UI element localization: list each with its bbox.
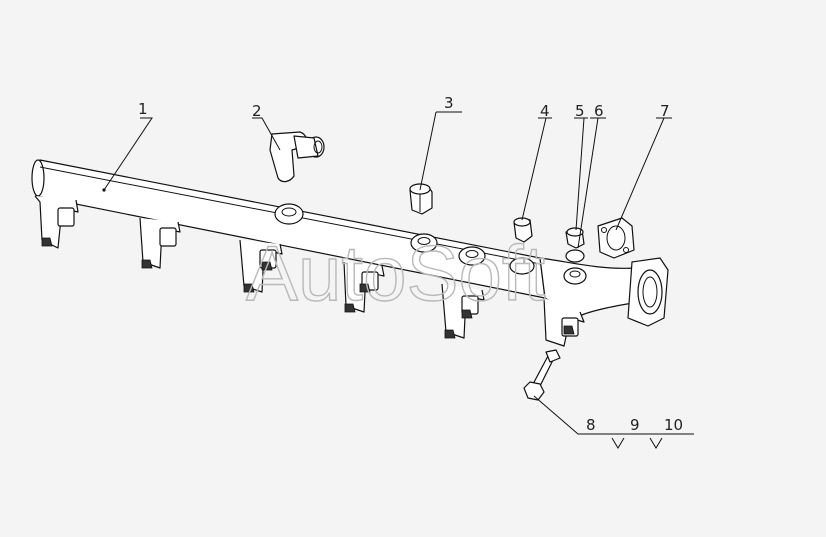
mounting-feet (34, 195, 585, 347)
bolt-washer (565, 227, 585, 249)
gasket (597, 217, 635, 259)
callout-7: 7 (660, 102, 670, 120)
callout-5: 5 (575, 102, 585, 120)
manifold-pipe (31, 159, 669, 327)
callout-3: 3 (444, 94, 454, 112)
callout-1: 1 (138, 100, 148, 118)
leader-lines (102, 111, 694, 449)
callout-labels: 1 2 3 4 5 6 7 8 9 10 (138, 94, 683, 434)
elbow-fitting (269, 131, 325, 183)
plug-bolt (409, 183, 433, 215)
callout-9: 9 (630, 416, 640, 434)
callout-8: 8 (586, 416, 596, 434)
watermark: AutoSoft (246, 229, 546, 317)
callout-2: 2 (252, 102, 262, 120)
callout-10: 10 (664, 416, 683, 434)
bottom-bolt (523, 349, 561, 401)
callout-6: 6 (594, 102, 604, 120)
callout-4: 4 (540, 102, 550, 120)
